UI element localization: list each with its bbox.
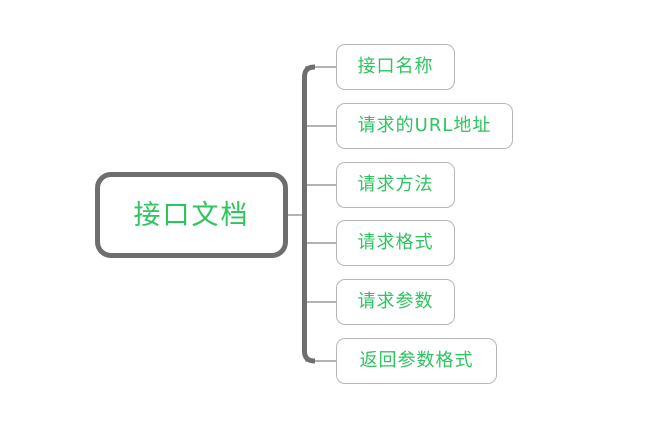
child-node-6-label: 返回参数格式 — [359, 350, 474, 371]
child-node-5[interactable]: 请求参数 — [336, 279, 455, 325]
root-node-label: 接口文档 — [133, 199, 250, 231]
child-node-1[interactable]: 接口名称 — [336, 44, 455, 90]
child-node-4-label: 请求格式 — [357, 232, 434, 253]
child-node-2[interactable]: 请求的URL地址 — [336, 103, 513, 149]
child-node-1-label: 接口名称 — [357, 56, 434, 77]
branch-lines — [305, 66, 336, 362]
child-node-3-label: 请求方法 — [357, 174, 434, 195]
trunk-line — [302, 64, 317, 364]
child-node-2-label: 请求的URL地址 — [357, 115, 492, 136]
root-node[interactable]: 接口文档 — [95, 172, 288, 258]
child-node-6[interactable]: 返回参数格式 — [336, 338, 497, 384]
child-node-5-label: 请求参数 — [357, 291, 434, 312]
child-node-3[interactable]: 请求方法 — [336, 162, 455, 208]
child-node-4[interactable]: 请求格式 — [336, 220, 455, 266]
